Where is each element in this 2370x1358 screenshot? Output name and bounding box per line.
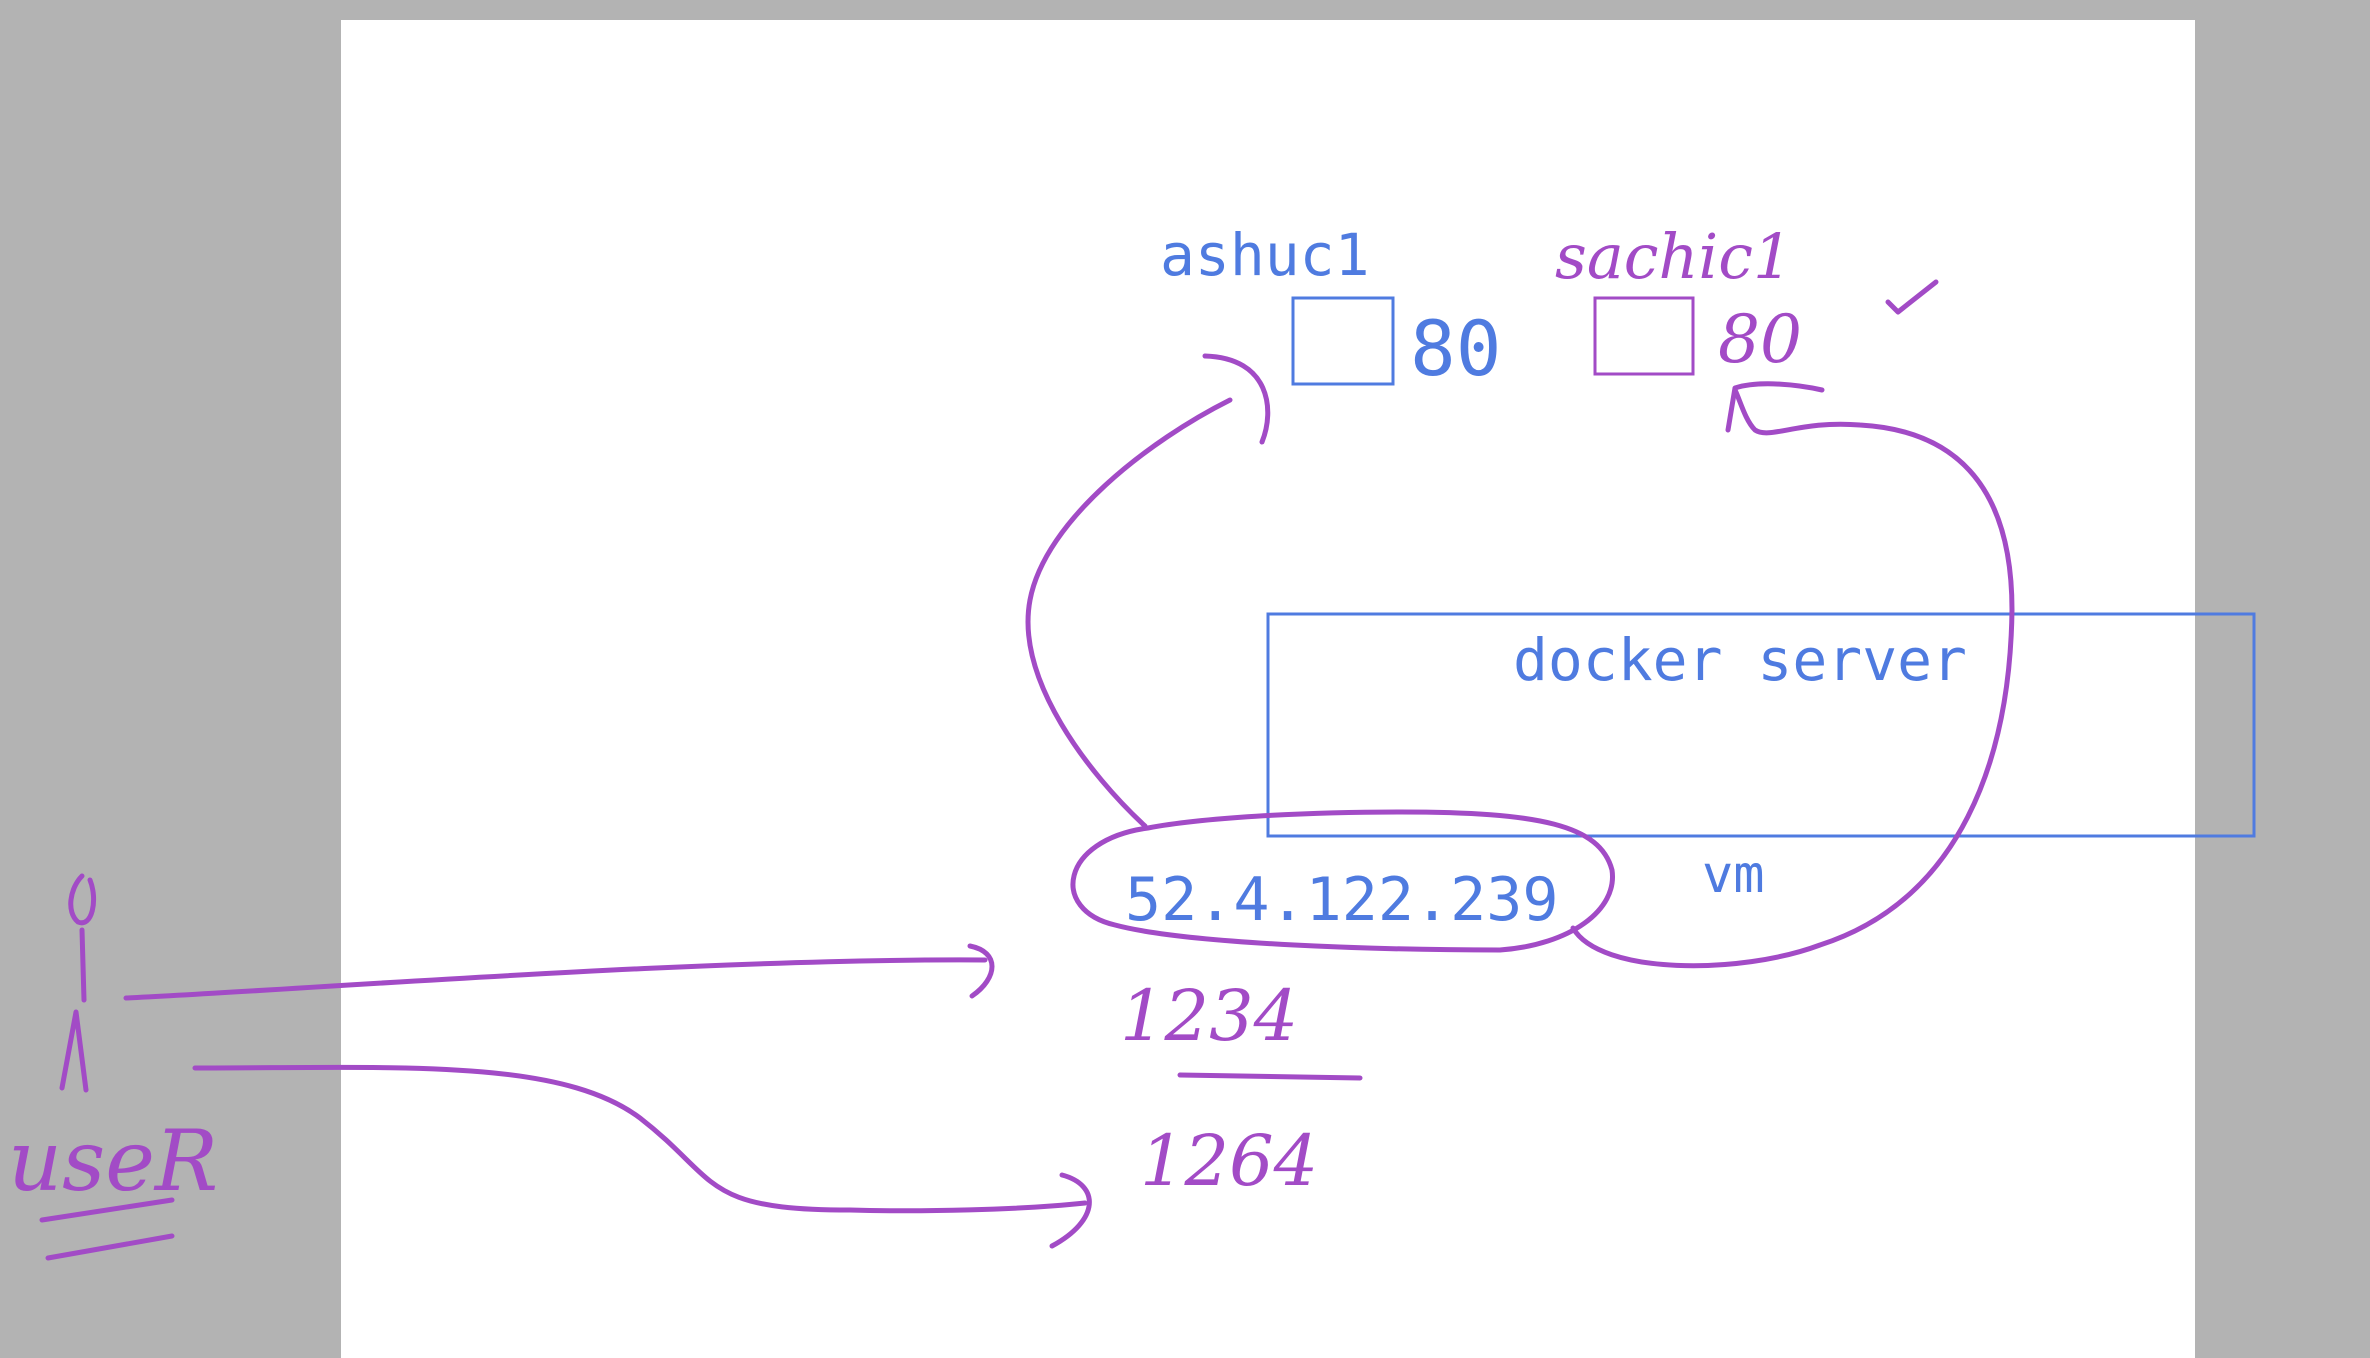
docker-server-label: docker server: [1513, 626, 1967, 694]
container2-box: [1593, 296, 1695, 376]
user-arrow-2-head: [1049, 1172, 1092, 1249]
host-port-2: 1264: [1140, 1120, 1318, 1202]
container2-port: 80: [1718, 301, 1802, 378]
user-arrow-1-head: [967, 943, 995, 999]
user-label-underline: [39, 1197, 175, 1261]
vm-label: vm: [1702, 845, 1765, 905]
container2-name: sachic1: [1555, 220, 1792, 293]
user-arrow-1: [123, 957, 988, 1001]
container1-box: [1291, 296, 1395, 386]
user-figure-icon: [59, 873, 97, 1093]
container1-port: 80: [1410, 304, 1502, 393]
user-label: useR: [8, 1112, 218, 1210]
ip-address: 52.4.122.239: [1125, 865, 1558, 935]
user-arrow-2: [192, 1064, 1088, 1214]
host-port-1-underline: [1177, 1072, 1363, 1081]
arrow-head-container1: [1202, 353, 1271, 445]
arrow-to-container1: [1025, 397, 1233, 829]
container1-name: ashuc1: [1160, 221, 1370, 289]
arrow-head-container2: [1725, 381, 1825, 433]
docker-server-box: [1266, 612, 2256, 838]
checkmark-icon: [1885, 279, 1939, 315]
ip-highlight-ellipse: [1070, 809, 1615, 953]
arrow-to-container2: [1570, 387, 2015, 969]
host-port-1: 1234: [1120, 975, 1298, 1057]
